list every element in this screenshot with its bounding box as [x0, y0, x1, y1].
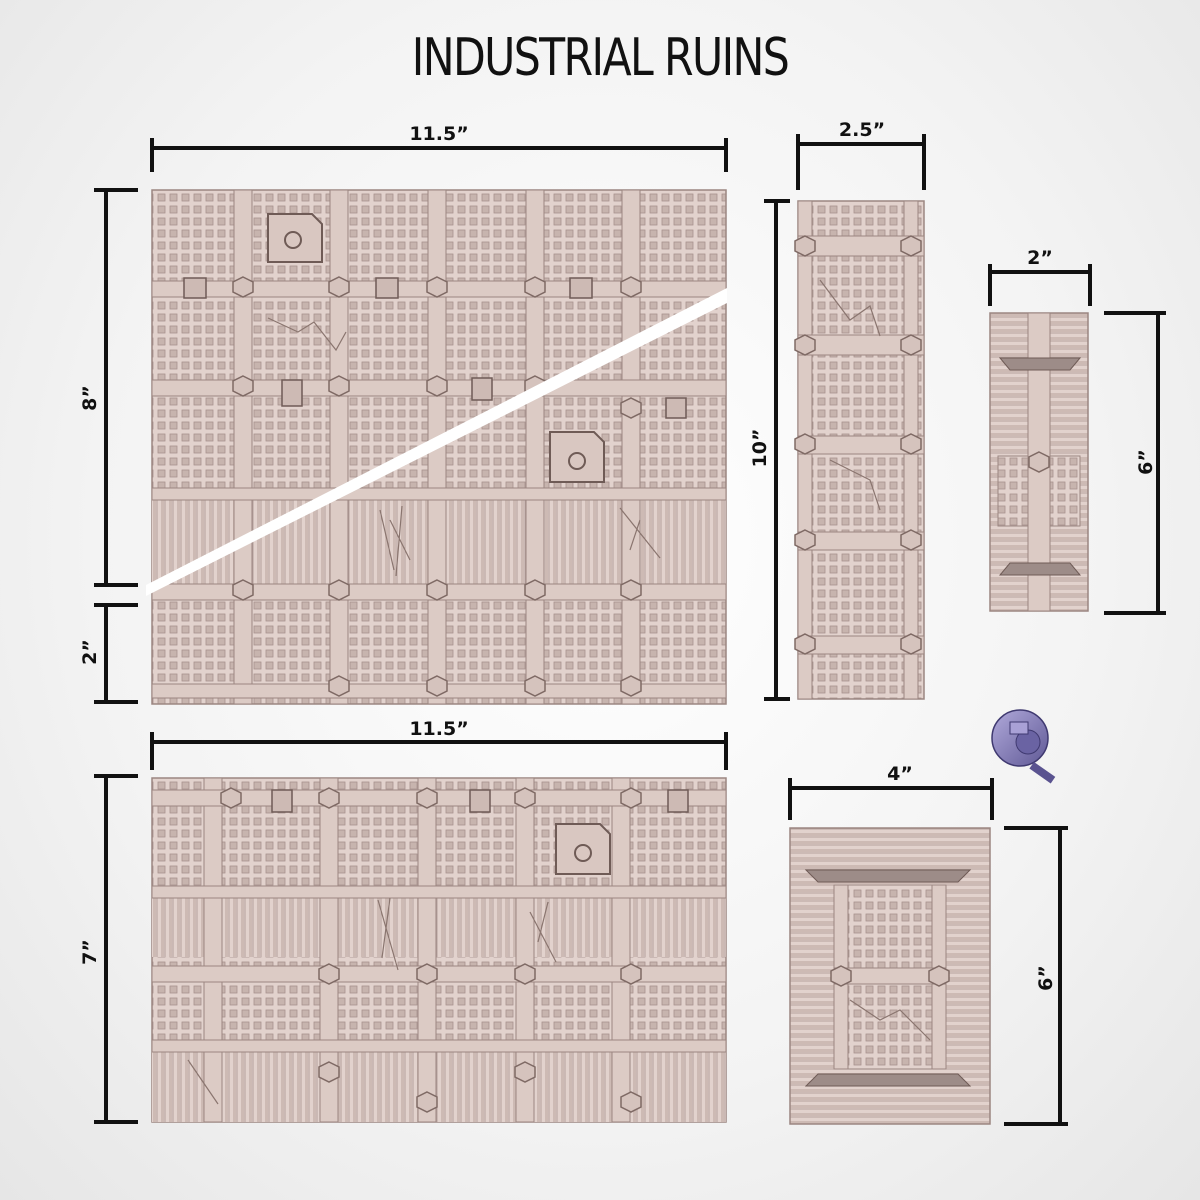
dim-strip-height: 2” — [79, 639, 101, 665]
tile-medium — [789, 827, 991, 1125]
tile-tall — [794, 200, 925, 700]
dim-small-width: 2” — [1027, 247, 1053, 269]
dim-small-height: 6” — [1135, 449, 1157, 475]
dim-medium-height: 6” — [1035, 965, 1057, 991]
dimension-labels: 11.5” 8” 2” 2.5” 10” 2” 6” 11.5” 7” 4” 6… — [79, 119, 1157, 991]
tile-large-top — [146, 189, 727, 705]
page-title: INDUSTRIAL RUINS — [411, 28, 790, 88]
dim-tall-height: 10” — [749, 429, 771, 468]
dim-tall-width: 2.5” — [839, 119, 885, 141]
dim-medium-width: 4” — [887, 763, 913, 785]
dim-top-height: 8” — [79, 385, 101, 411]
dim-top-width: 11.5” — [409, 123, 468, 145]
dim-bottom-height: 7” — [79, 939, 101, 965]
tile-large-bottom — [151, 777, 727, 1123]
tile-small — [989, 312, 1089, 612]
mech-miniature-icon — [991, 709, 1056, 784]
dimension-lines — [94, 134, 1166, 1126]
dim-bottom-width: 11.5” — [409, 718, 468, 740]
